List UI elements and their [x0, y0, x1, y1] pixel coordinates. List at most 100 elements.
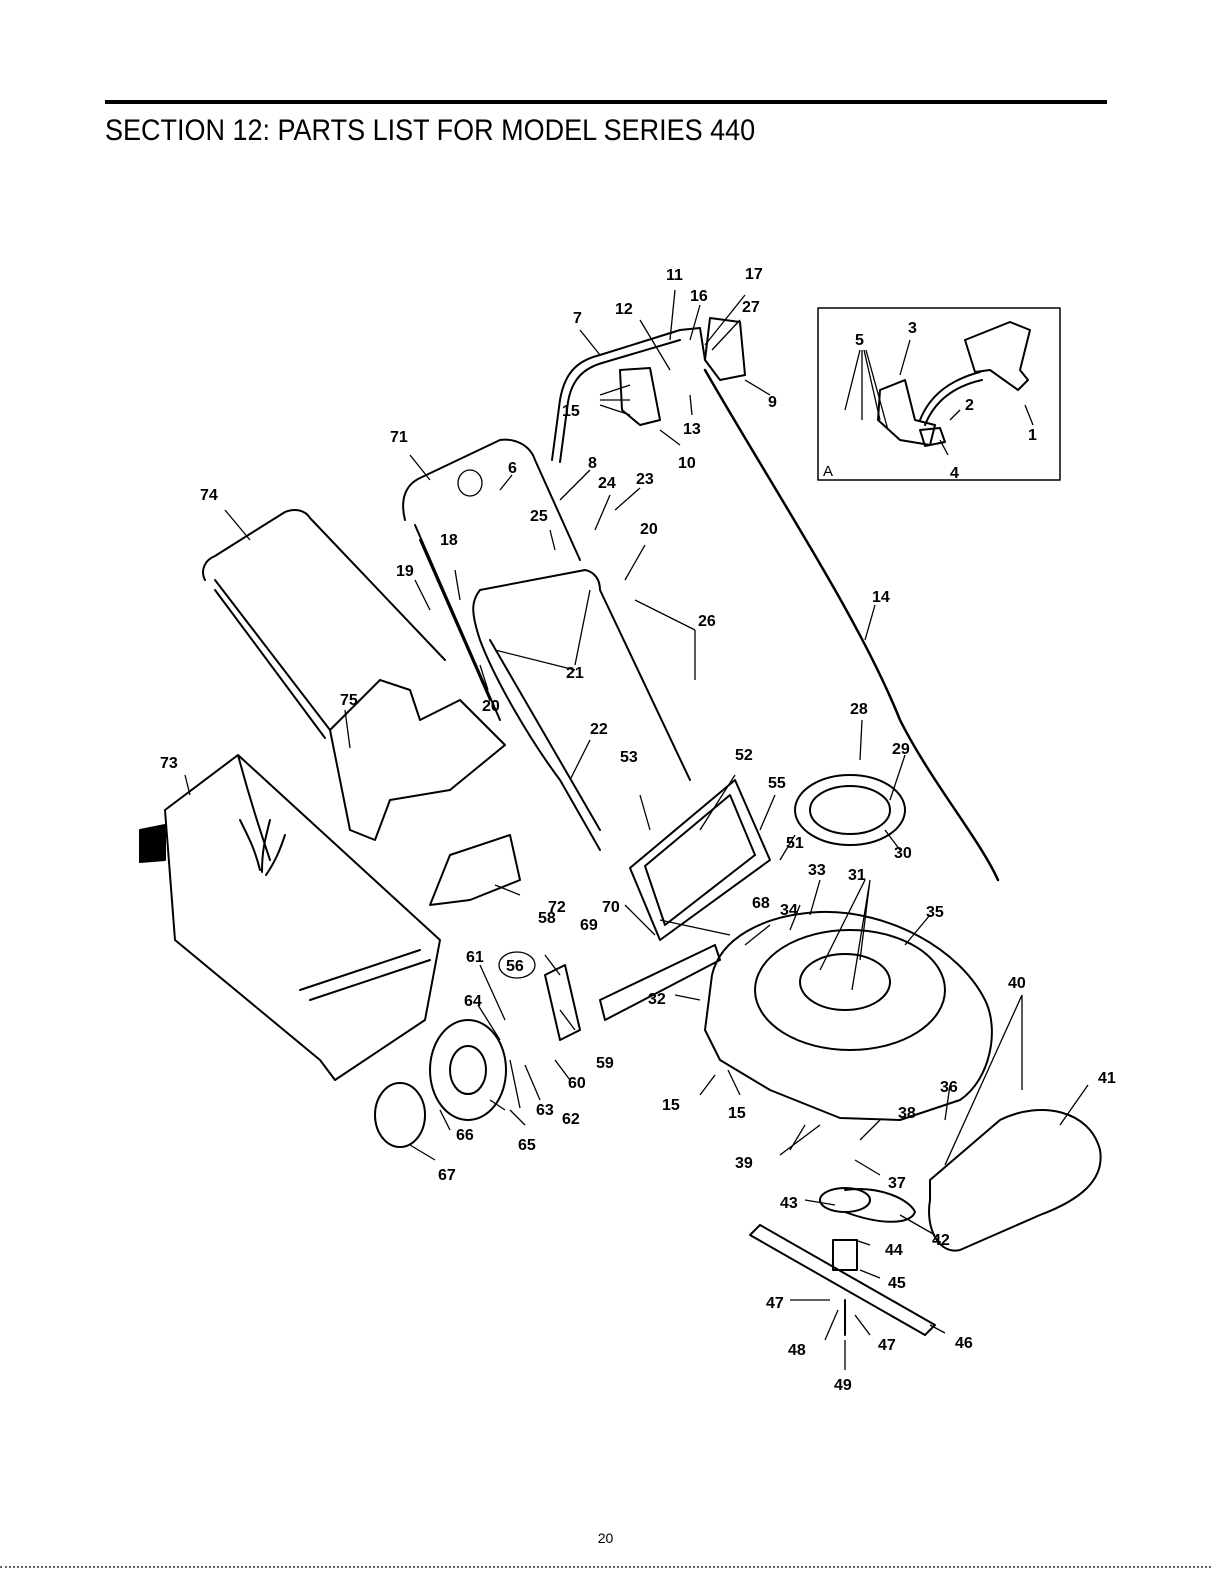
callout-label: 71	[390, 429, 408, 446]
callout-label: 25	[530, 508, 548, 525]
callout-labels: 1 2 3 4 5 6 7 8 9 10 11 12 13 14 15 15 1…	[160, 266, 1116, 1394]
callout-label: 33	[808, 862, 826, 879]
callout-label: 22	[590, 721, 608, 738]
callout-label: 26	[698, 613, 716, 630]
callout-label: 75	[340, 692, 358, 709]
throttle-cable	[705, 370, 998, 880]
callout-label: 37	[888, 1175, 906, 1192]
callout-label: 59	[596, 1055, 614, 1072]
callout-label: 23	[636, 471, 654, 488]
callout-label: 32	[648, 991, 666, 1008]
callout-label: 8	[588, 455, 597, 472]
deck-dome	[755, 930, 945, 1050]
callout-label: 4	[950, 465, 959, 482]
callout-label: 44	[885, 1242, 903, 1259]
middle-handle	[403, 440, 580, 720]
callout-label: 51	[786, 835, 804, 852]
hubcap	[375, 1083, 425, 1147]
callout-label: 16	[690, 288, 708, 305]
callout-label: 6	[508, 460, 517, 477]
callout-label: 53	[620, 749, 638, 766]
inset-part-1	[965, 322, 1030, 390]
page-bottom-border	[0, 1566, 1211, 1568]
callout-label: 49	[834, 1377, 852, 1394]
callout-label: 73	[160, 755, 178, 772]
discharge-chute	[929, 1110, 1101, 1251]
callout-label: 10	[678, 455, 696, 472]
deck-center	[800, 954, 890, 1010]
callout-label: 19	[396, 563, 414, 580]
rear-wheel	[430, 1020, 506, 1120]
callout-label: 47	[766, 1295, 784, 1312]
callout-label: 43	[780, 1195, 798, 1212]
detail-a-marker	[458, 470, 482, 496]
callout-label: 20	[640, 521, 658, 538]
callout-label: 2	[965, 397, 974, 414]
pulley	[820, 1188, 870, 1212]
callout-label: 24	[598, 475, 616, 492]
belt-cover-inner	[810, 786, 890, 834]
callout-label: 15	[562, 403, 580, 420]
callout-label: 35	[926, 904, 944, 921]
callout-label: 31	[848, 867, 866, 884]
page-number: 20	[0, 1530, 1211, 1546]
callout-label: 69	[580, 917, 598, 934]
callout-label: 9	[768, 394, 777, 411]
callout-label: 56	[506, 958, 524, 975]
callout-label: 64	[464, 993, 482, 1010]
callout-label: 42	[932, 1232, 950, 1249]
callout-label: 34	[780, 902, 798, 919]
callout-label: 28	[850, 701, 868, 718]
callout-label: 55	[768, 775, 786, 792]
callout-label: 18	[440, 532, 458, 549]
callout-label: 41	[1098, 1070, 1116, 1087]
callout-label: 65	[518, 1137, 536, 1154]
bag-frame	[203, 510, 445, 738]
callout-label: 29	[892, 741, 910, 758]
callout-label: 36	[940, 1079, 958, 1096]
rear-guard	[630, 780, 770, 940]
callout-label: 61	[466, 949, 484, 966]
callout-label: 15	[662, 1097, 680, 1114]
callout-label: 66	[456, 1127, 474, 1144]
callout-label: 46	[955, 1335, 973, 1352]
callout-label: 14	[872, 589, 890, 606]
callout-label: 40	[1008, 975, 1026, 992]
blade	[750, 1225, 935, 1335]
callout-label: 17	[745, 266, 763, 283]
callout-label: 68	[752, 895, 770, 912]
control-lever	[705, 318, 745, 380]
rear-wheel-hub	[450, 1046, 486, 1094]
inset-label: A	[823, 463, 833, 480]
callout-label: 30	[894, 845, 912, 862]
callout-label: 48	[788, 1342, 806, 1359]
callout-label: 67	[438, 1167, 456, 1184]
control-box	[620, 368, 660, 425]
bag-logo	[240, 820, 285, 875]
callout-label: 11	[666, 267, 683, 284]
inset-part-3	[878, 380, 935, 445]
callout-label: 20	[482, 698, 500, 715]
callout-label: 38	[898, 1105, 916, 1122]
callout-label: 60	[568, 1075, 586, 1092]
callout-label: 62	[562, 1111, 580, 1128]
callout-label: 7	[573, 310, 582, 327]
callout-label: 72	[548, 899, 566, 916]
callout-label: 45	[888, 1275, 906, 1292]
rear-axle	[600, 945, 720, 1020]
callout-label: 63	[536, 1102, 554, 1119]
callout-label: 21	[566, 665, 584, 682]
callout-label: 12	[615, 301, 633, 318]
callout-label: 39	[735, 1155, 753, 1172]
callout-label: 47	[878, 1337, 896, 1354]
bag-tag	[140, 825, 165, 862]
callout-label: 15	[728, 1105, 746, 1122]
blade-adapter	[833, 1240, 857, 1270]
callout-label: 52	[735, 747, 753, 764]
callout-label: 5	[855, 332, 864, 349]
callout-label: 70	[602, 899, 620, 916]
callout-label: 27	[742, 299, 760, 316]
baffle	[430, 835, 520, 905]
callout-label: 13	[683, 421, 701, 438]
